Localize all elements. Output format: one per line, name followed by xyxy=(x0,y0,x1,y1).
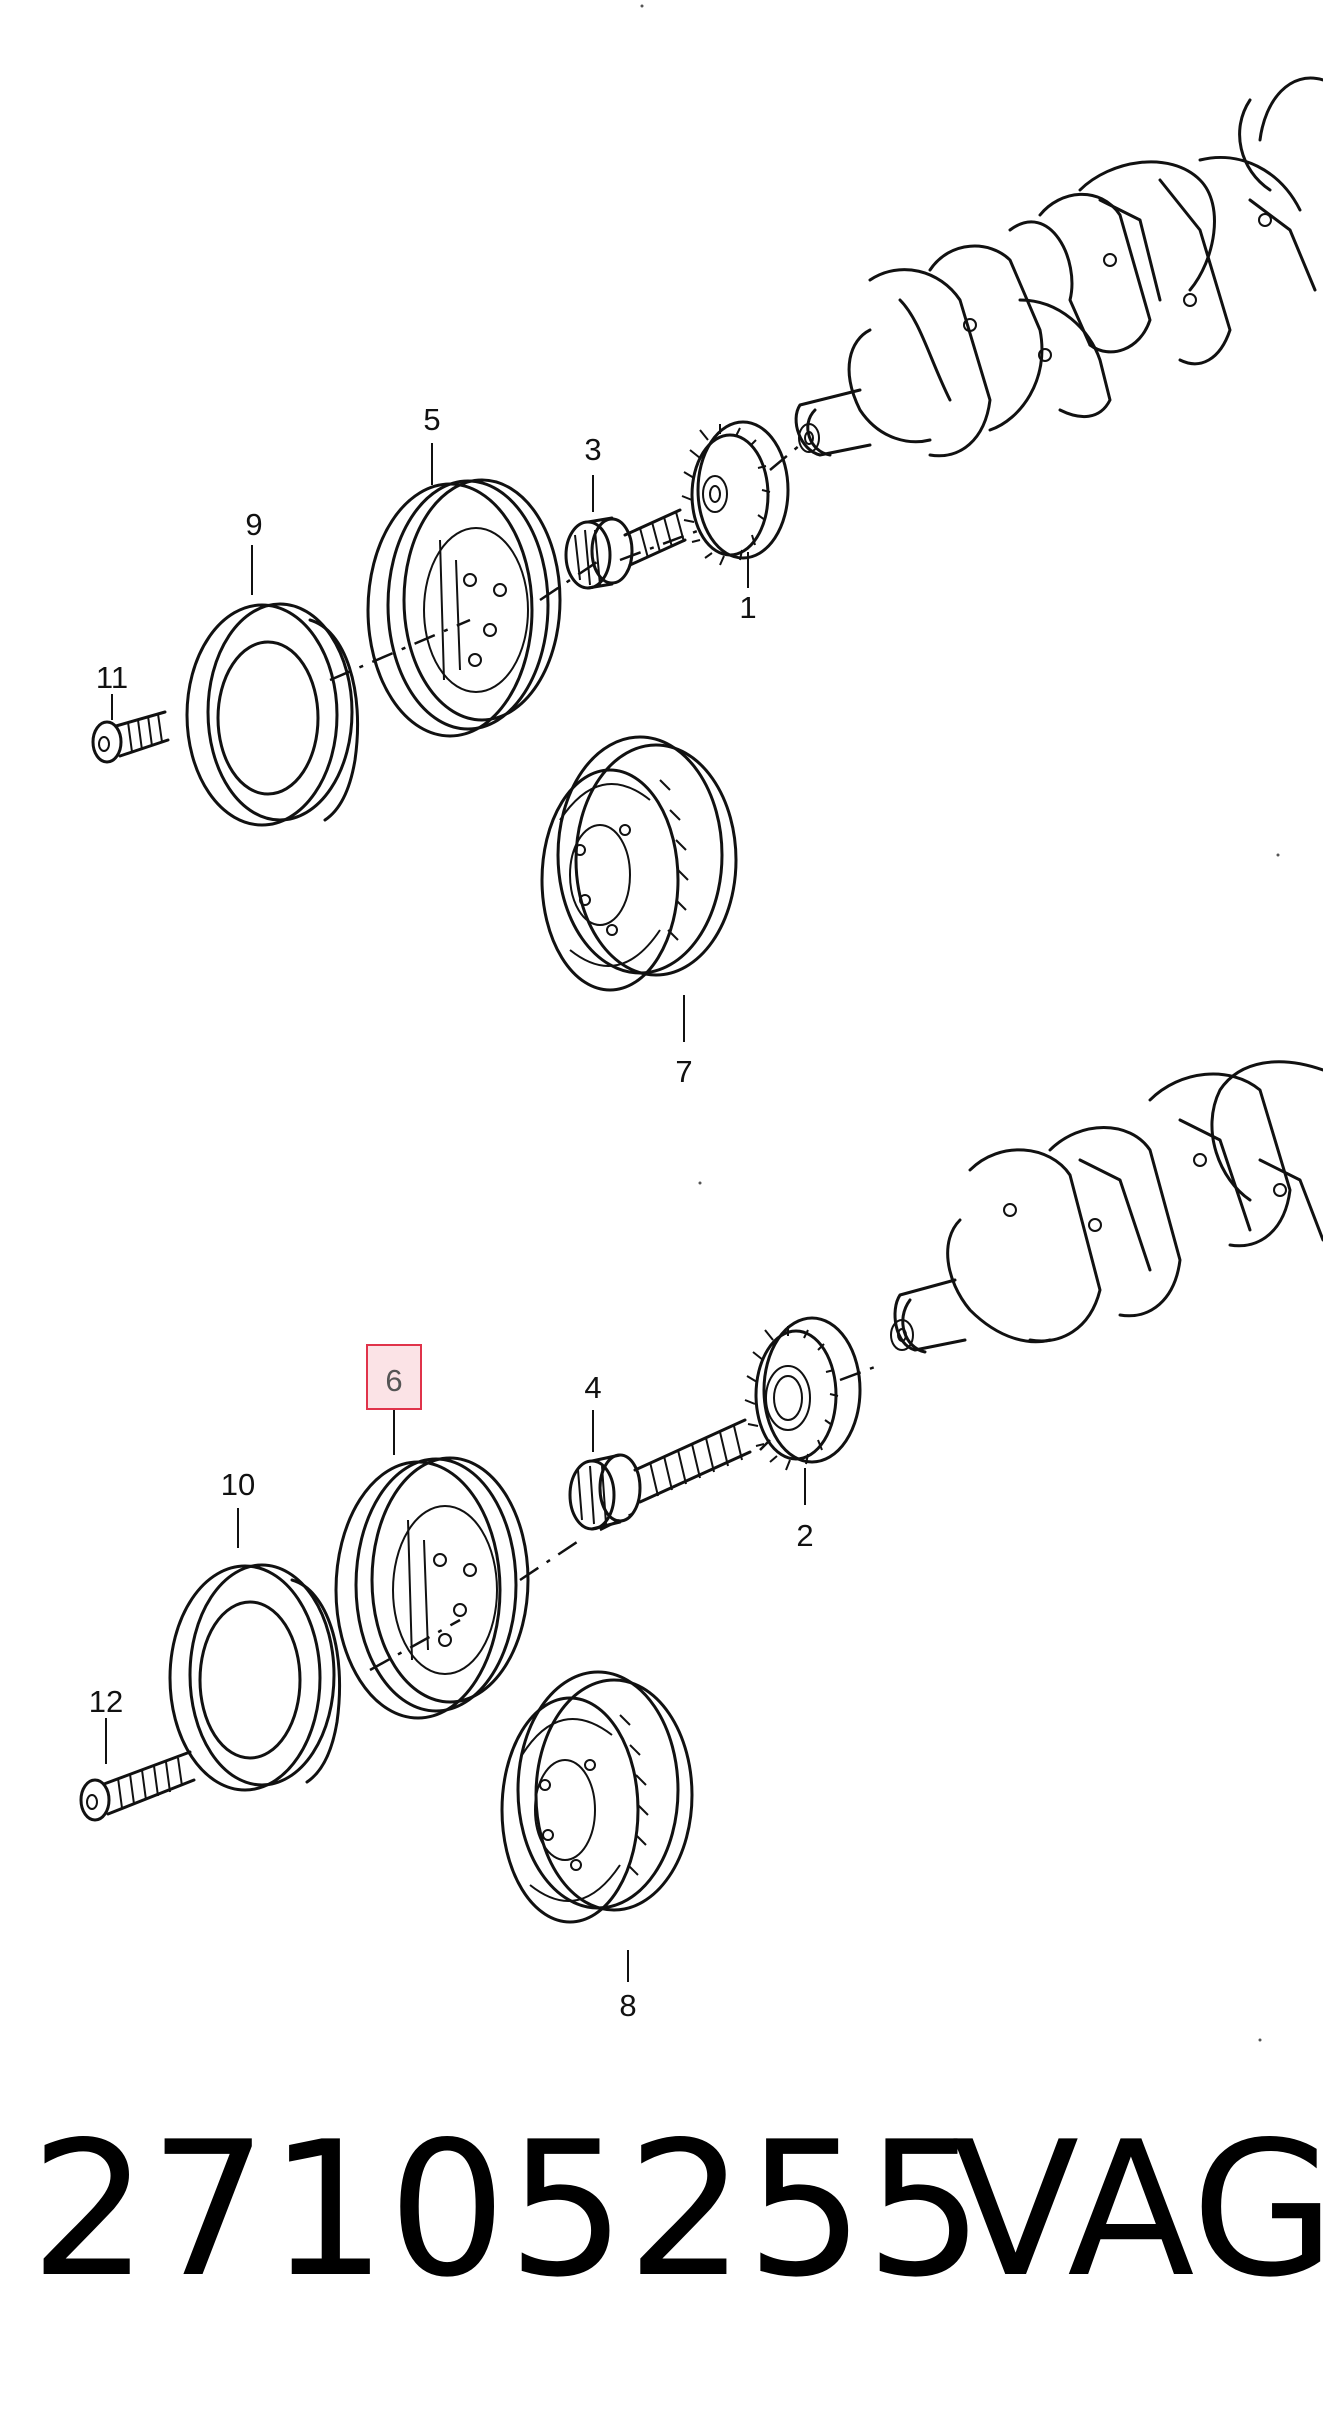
callout-1[interactable]: 1 xyxy=(739,590,756,625)
pulley-5 xyxy=(366,478,562,738)
speck xyxy=(1276,853,1280,857)
timing-sprocket-1 xyxy=(681,420,790,566)
callout-6-highlight-box xyxy=(366,1344,422,1410)
axis-line-upper xyxy=(329,444,801,682)
part-number: 27105255 xyxy=(30,2101,985,2318)
callout-12[interactable]: 12 xyxy=(89,1684,123,1719)
footer-caption: 27105255 VAG xyxy=(22,2101,1323,2318)
speck xyxy=(1258,2038,1262,2042)
upper-assembly: 1 3 5 9 11 7 xyxy=(91,76,1323,1089)
callout-10[interactable]: 10 xyxy=(221,1467,255,1502)
speck xyxy=(640,4,644,8)
bolt-12 xyxy=(79,1750,196,1822)
callout-5[interactable]: 5 xyxy=(423,402,440,437)
callout-7[interactable]: 7 xyxy=(675,1054,692,1089)
callout-11[interactable]: 11 xyxy=(96,660,128,695)
vibration-damper-8 xyxy=(500,1670,694,1924)
speck xyxy=(698,1181,702,1185)
pulley-6[interactable] xyxy=(334,1456,530,1720)
callout-4[interactable]: 4 xyxy=(584,1370,601,1405)
callout-2[interactable]: 2 xyxy=(796,1518,813,1553)
callout-8[interactable]: 8 xyxy=(619,1988,636,2023)
hub-spacer-9 xyxy=(185,602,359,827)
crankshaft-upper xyxy=(794,76,1323,458)
callout-6-highlight-fill xyxy=(367,1345,421,1409)
callout-3[interactable]: 3 xyxy=(584,432,601,467)
callout-6[interactable]: 6 xyxy=(385,1363,402,1398)
vibration-damper-7 xyxy=(540,735,738,992)
brand-name: VAG xyxy=(952,2101,1323,2318)
bolt-4 xyxy=(568,1418,752,1531)
lower-assembly: 2 4 6 10 12 8 xyxy=(79,1060,1323,2023)
timing-sprocket-2 xyxy=(744,1316,862,1471)
callout-9[interactable]: 9 xyxy=(245,507,262,542)
bolt-3 xyxy=(564,508,687,590)
bolt-11 xyxy=(91,710,170,764)
hub-spacer-10 xyxy=(168,1563,341,1792)
crankshaft-lower xyxy=(890,1060,1323,1354)
axis-line-lower xyxy=(369,1363,881,1672)
